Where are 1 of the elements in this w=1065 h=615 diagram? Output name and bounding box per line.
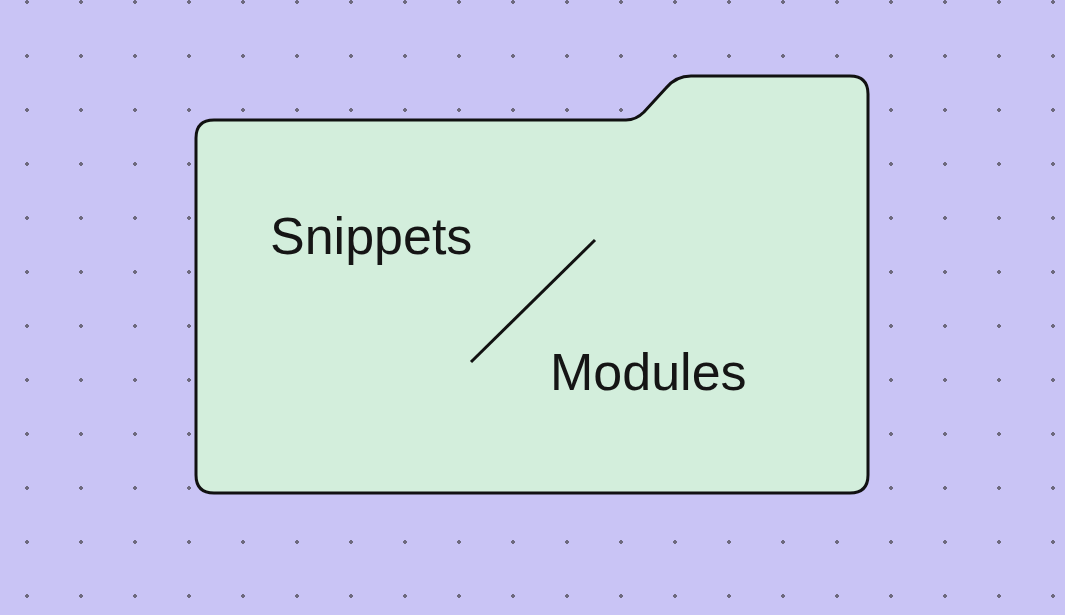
folder-label: Modules: [550, 346, 747, 398]
